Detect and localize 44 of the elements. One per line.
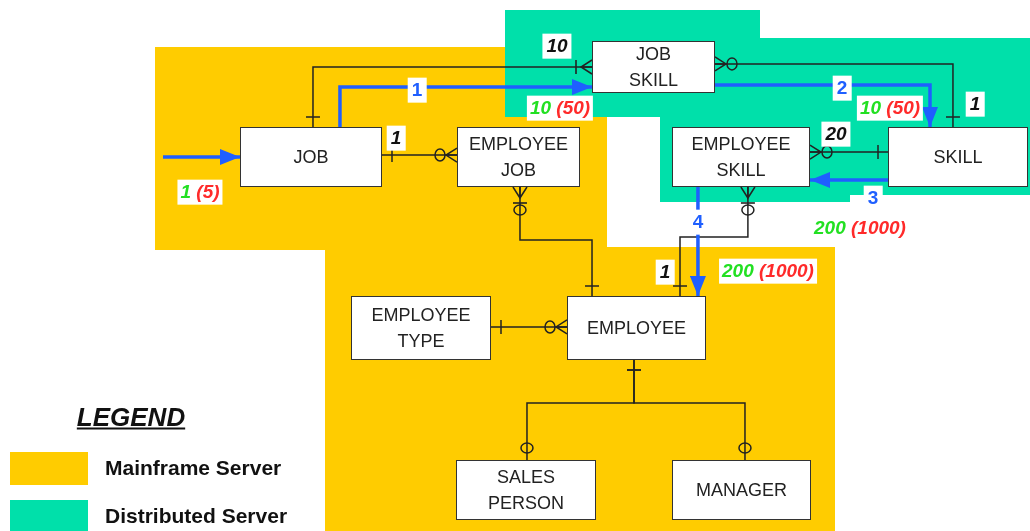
flow-arrow [163,149,240,165]
cardinality-label: 1 [386,125,406,151]
entity-box [672,460,811,520]
entity-name: SALES PERSON [487,465,565,515]
entity-name: EMPLOYEE SKILL [690,132,792,182]
flow-arrow [338,79,592,127]
relationship-line [626,359,752,461]
legend-text: Distributed Server [105,504,288,528]
legend-title: LEGEND [76,401,186,433]
relationship-line [809,144,889,160]
cardinality-label: 1 [965,91,985,117]
entity-box [592,41,715,93]
relationship-line [714,56,961,128]
entity-name: JOB [293,145,329,169]
entity-name: EMPLOYEE TYPE [370,303,472,353]
cardinality-label: 1 [655,259,675,285]
entity-box [888,127,1028,187]
step-number: 2 [832,75,852,101]
volume-label: 200 (1000) [719,258,817,284]
relationship-line [490,319,568,335]
volume-label: 10 (50) [526,95,594,121]
entity-name: MANAGER [696,478,787,502]
entity-box [240,127,382,187]
entity-name: SKILL [933,145,983,169]
cardinality-label: 20 [821,121,851,147]
volume-label: 10 (50) [856,95,924,121]
entity-box [672,127,810,187]
relationship-line [381,147,458,163]
relationship-line [512,186,600,297]
entity-name: EMPLOYEE JOB [467,132,569,182]
flow-arrow [715,83,938,127]
entity-box [457,127,580,187]
cardinality-label: 10 [542,33,572,59]
relationship-line [305,59,593,128]
volume-label: 1 (5) [177,179,223,205]
relationship-line [672,186,756,297]
legend-text: Mainframe Server [105,456,282,480]
entity-name: EMPLOYEE [586,316,686,340]
entity-box [567,296,706,360]
entity-name: JOB SKILL [627,42,679,92]
entity-box [456,460,596,520]
entity-box [351,296,491,360]
step-number: 1 [407,77,427,103]
flow-arrow [810,172,888,188]
